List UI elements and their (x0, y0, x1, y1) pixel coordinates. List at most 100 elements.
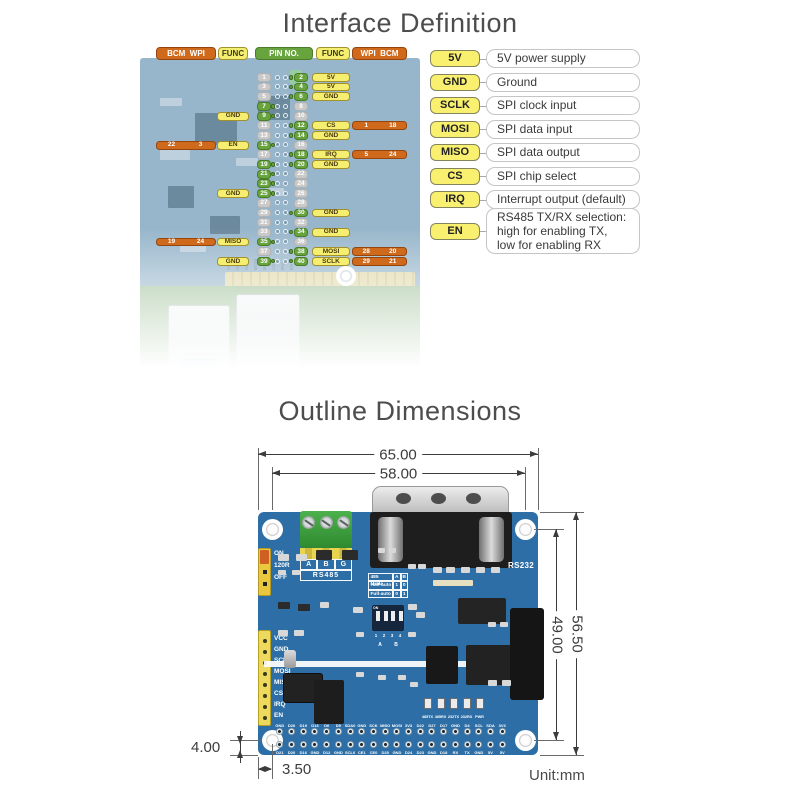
gpio-hole (299, 728, 307, 735)
smd-component (278, 630, 288, 636)
terminal-screw (302, 516, 315, 529)
right-func-badge: IRQ (312, 150, 350, 160)
legend-desc-text: Ground (497, 74, 538, 89)
mode-table-cell: 0 (393, 589, 401, 599)
pin-number-left: 27 (257, 198, 271, 208)
gpio-hole (311, 728, 319, 735)
gpio-silk-label: GND (357, 723, 367, 728)
gpio-hole (428, 728, 436, 735)
pin-number-left: 1 (257, 73, 271, 82)
right-func-badge: CS (312, 121, 350, 131)
pin-hole (275, 74, 280, 80)
gpio-hole-cell (426, 741, 438, 748)
gpio-hole-cell (356, 741, 368, 748)
pin-number-right: 20 (294, 160, 308, 169)
dim-height-outer: 56.50 (568, 512, 585, 755)
led-label: PWR (475, 715, 484, 719)
photo-chip (168, 186, 194, 208)
gpio-hole-cell (297, 741, 309, 748)
pin-connector-dot (288, 258, 293, 264)
pin-number-right: 2 (294, 73, 308, 82)
extension-line (540, 754, 584, 756)
smd-component (491, 567, 500, 573)
gpio-hole (334, 728, 342, 735)
smd-component (278, 602, 290, 609)
legend-desc-text: SPI clock input (497, 98, 577, 113)
gpio-hole-cell (344, 741, 356, 748)
gpio-silk-label: D27 (428, 723, 436, 728)
legend-key-badge: MOSI (430, 120, 480, 138)
gpio-hole (276, 741, 284, 748)
header-wpi-bcm: WPI BCM (352, 47, 407, 60)
legend-desc-text: Interrupt output (default) (497, 192, 626, 207)
gpio-hole (463, 741, 471, 748)
pin-connector-dot (288, 75, 293, 80)
gpio-silk-label: 3V3 (405, 723, 413, 728)
dip-toggle (398, 611, 403, 621)
gpio-hole (475, 728, 483, 735)
pin-hole (275, 200, 280, 206)
dim-width-outer: 65.00 (258, 446, 538, 463)
smd-component (433, 567, 442, 573)
legend-key-badge: EN (430, 222, 480, 240)
bcm-value: 19 (167, 238, 176, 246)
led-cell: PWR (473, 698, 486, 719)
gpio-hole-cell (496, 741, 508, 748)
terminal-screw (337, 516, 350, 529)
gpio-hole (381, 728, 389, 735)
bcm-value: 22 (167, 141, 176, 149)
gpio-hole-cell (379, 741, 391, 748)
smd-component (296, 554, 307, 561)
pin-number-right: 22 (294, 169, 308, 179)
pin-number-left: 5 (257, 92, 271, 102)
gpio-hole-cell (426, 728, 438, 735)
smd-component (416, 612, 425, 618)
pin-number-right: 40 (294, 256, 308, 266)
dip-number: 2 (382, 633, 386, 638)
pin-hole (282, 93, 288, 99)
pin-number-left: 15 (257, 140, 271, 150)
legend-desc-box: Interrupt output (default) (486, 190, 640, 209)
db9-screw-post (378, 517, 403, 562)
legend-desc-box: SPI chip select (486, 166, 640, 186)
gpio-silk-label: SDA (486, 723, 495, 728)
led (449, 698, 458, 709)
gpio-silk-label: TX (464, 750, 470, 755)
right-func-badge: 5V (312, 82, 350, 92)
gpio-hole (440, 728, 448, 735)
extension-line (534, 739, 564, 741)
gpio-hole (323, 741, 331, 748)
mode-table-cell: Half-auto (368, 581, 393, 590)
dip-number: 3 (390, 633, 394, 638)
spi-header-label: CS (274, 689, 284, 697)
db9-pin-hole (396, 493, 411, 504)
mode-table-cell: A (393, 573, 401, 582)
gpio-hole (498, 741, 506, 748)
mode-table-cell: B (400, 573, 408, 582)
gpio-silk-label: GND (474, 750, 484, 755)
bcm-value: 21 (389, 257, 397, 265)
smd-component (294, 630, 304, 636)
pin-number-right: 26 (294, 189, 308, 198)
pin-connector-dot (288, 152, 293, 157)
terminal-screw (319, 516, 333, 529)
legend-connector (480, 82, 487, 83)
dim-hole-offset-left-label: 3.50 (282, 761, 312, 778)
smd-component (320, 602, 329, 608)
photo-fade (80, 228, 480, 380)
gpio-hole-cell (485, 728, 497, 735)
header-pin-no: PIN NO. (255, 47, 313, 60)
side-connector (510, 608, 544, 700)
pin-hole (275, 142, 280, 148)
jumper-pin (263, 582, 267, 586)
wpi-value: 1 (364, 122, 369, 129)
db9-screw-post (479, 517, 504, 562)
